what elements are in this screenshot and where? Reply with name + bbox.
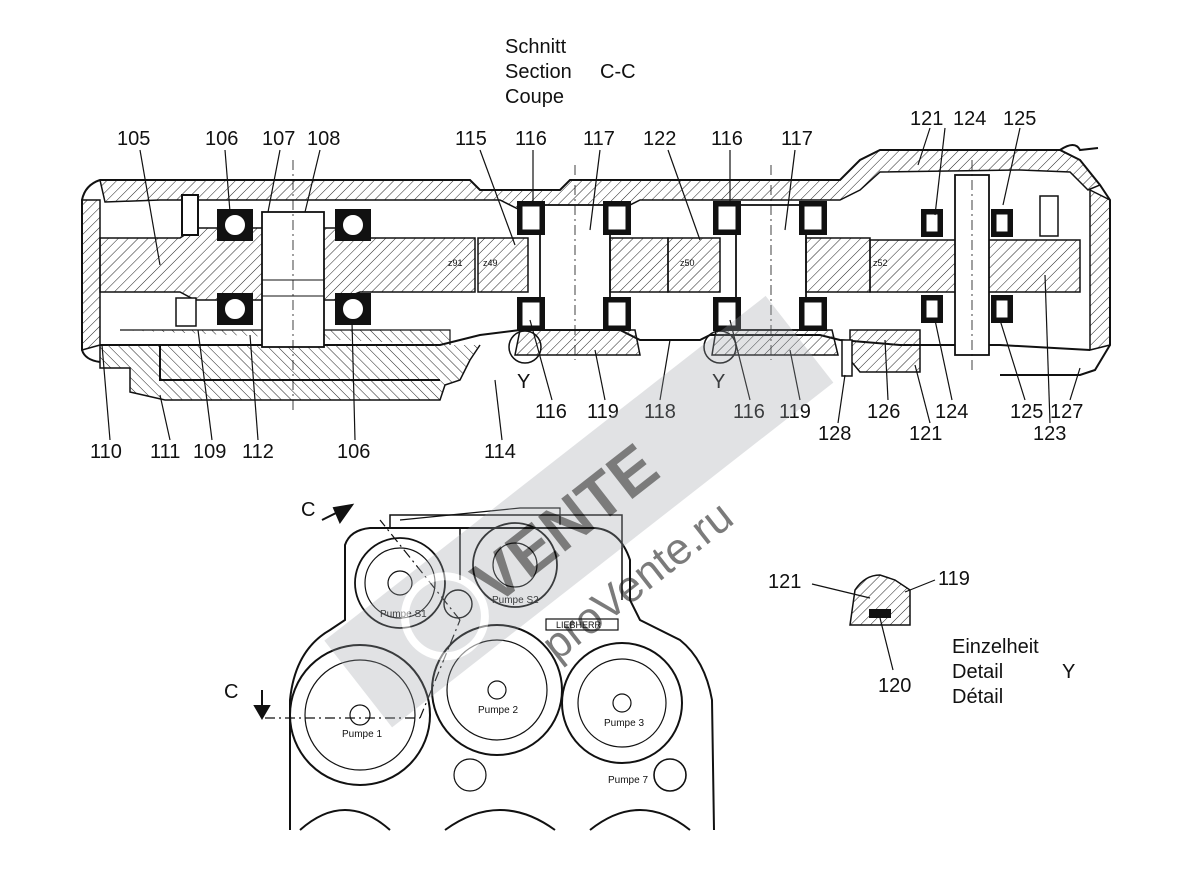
part-label-125-b: 125 — [1010, 401, 1043, 423]
cut-marker-c-left: C — [224, 681, 238, 703]
part-label-128: 128 — [818, 423, 851, 445]
detail-marker-y-2: Y — [712, 371, 725, 393]
pump-label-1: Pumpe 1 — [342, 729, 382, 740]
part-label-121: 121 — [910, 108, 943, 130]
part-label-111: 111 — [150, 441, 180, 463]
part-label-108: 108 — [307, 128, 340, 150]
gear-mark-z91: z91 — [448, 258, 463, 268]
part-label-105: 105 — [117, 128, 150, 150]
detail-title-line1: Einzelheit — [952, 636, 1039, 658]
part-label-116-b: 116 — [711, 128, 743, 150]
part-label-126: 126 — [867, 401, 900, 423]
detail-label-120: 120 — [878, 675, 911, 697]
pump-layout-view — [253, 503, 715, 831]
section-title-line1: Schnitt — [505, 36, 567, 58]
part-label-121-b: 121 — [909, 423, 942, 445]
pump-label-2: Pumpe 2 — [478, 705, 518, 716]
pump-label-s2: Pumpe S2 — [492, 595, 539, 606]
section-title-cut: C-C — [600, 61, 636, 83]
detail-title-line2: Detail — [952, 661, 1003, 683]
cut-marker-c-top: C — [301, 499, 315, 521]
part-label-110: 110 — [90, 441, 122, 463]
part-label-116-d: 116 — [733, 401, 765, 423]
pump-label-7: Pumpe 7 — [608, 775, 648, 786]
part-label-125: 125 — [1003, 108, 1036, 130]
leader-lines — [101, 127, 1081, 441]
gear-mark-z52: z52 — [873, 258, 888, 268]
part-label-122: 122 — [643, 128, 676, 150]
manufacturer-plate: LIEBHERR — [556, 620, 602, 630]
part-label-106-b: 106 — [337, 441, 370, 463]
detail-y-view — [811, 574, 936, 671]
part-label-118: 118 — [644, 401, 676, 423]
part-label-116-c: 116 — [535, 401, 567, 423]
part-label-112: 112 — [242, 441, 274, 463]
part-label-124: 124 — [953, 108, 986, 130]
part-label-119: 119 — [587, 401, 619, 423]
part-label-115: 115 — [455, 128, 487, 150]
gear-mark-z49: z49 — [483, 258, 498, 268]
part-label-106: 106 — [205, 128, 238, 150]
part-label-123: 123 — [1033, 423, 1066, 445]
detail-title-y: Y — [1062, 661, 1075, 683]
gear-mark-z50: z50 — [680, 258, 695, 268]
section-title-line3: Coupe — [505, 86, 564, 108]
detail-label-119: 119 — [938, 568, 970, 590]
part-label-117-b: 117 — [781, 128, 813, 150]
part-label-116: 116 — [515, 128, 547, 150]
part-label-114: 114 — [484, 441, 516, 463]
part-label-124-b: 124 — [935, 401, 968, 423]
part-label-127: 127 — [1050, 401, 1083, 423]
part-label-119-b: 119 — [779, 401, 811, 423]
part-label-117: 117 — [583, 128, 615, 150]
part-label-109: 109 — [193, 441, 226, 463]
detail-label-121: 121 — [768, 571, 801, 593]
detail-title-line3: Détail — [952, 686, 1003, 708]
pump-label-3: Pumpe 3 — [604, 718, 644, 729]
part-label-107: 107 — [262, 128, 295, 150]
detail-marker-y-1: Y — [517, 371, 530, 393]
section-title-line2: Section — [505, 61, 572, 83]
